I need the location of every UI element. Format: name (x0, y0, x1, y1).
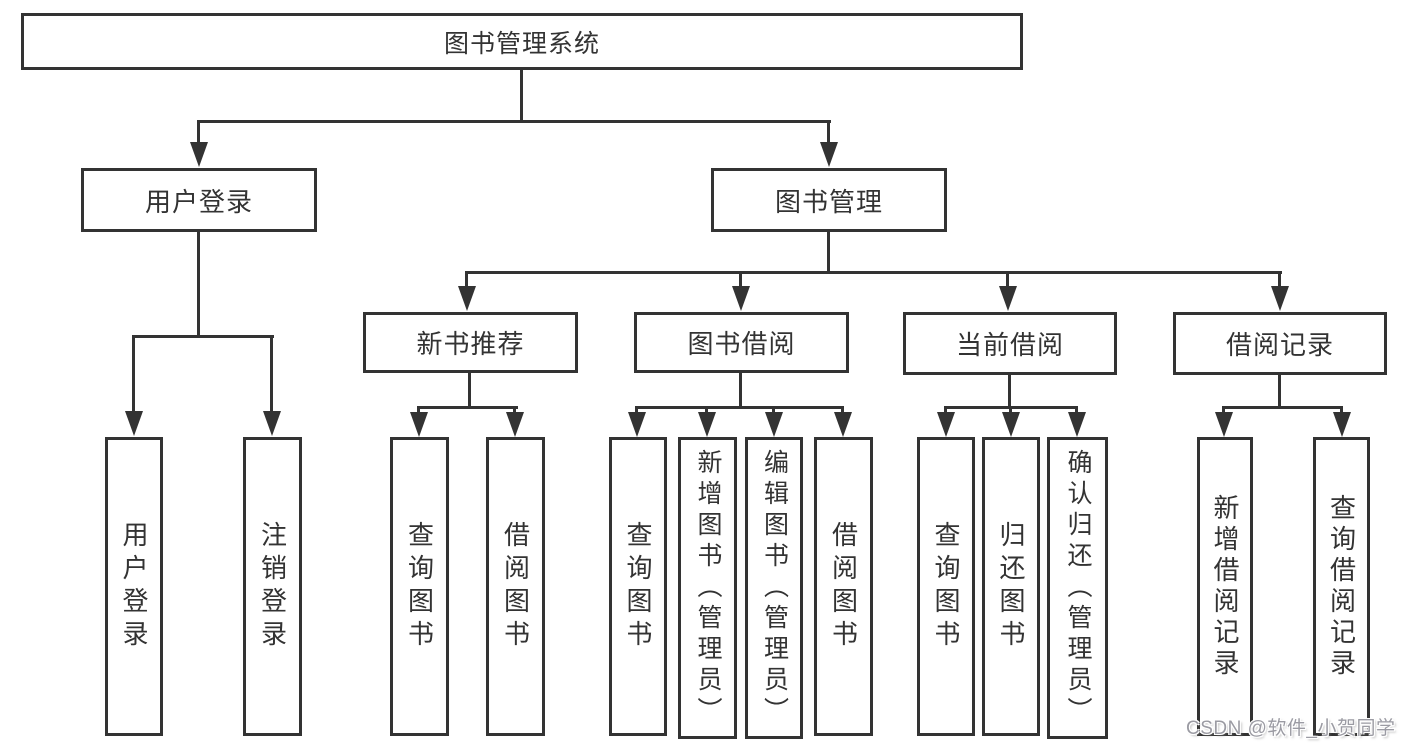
node-book-management: 图书管理 (711, 168, 947, 232)
connector-mgmt-drop-1 (465, 271, 468, 289)
arrow-down-icon (820, 142, 838, 167)
leaf-query-books-recommend-label: 查询图书 (404, 520, 435, 653)
connector-login-crossbar (132, 335, 274, 338)
node-book-borrowing: 图书借阅 (634, 312, 849, 373)
connector-borrowing-drop-4 (841, 406, 844, 415)
connector-current-drop-2 (1009, 406, 1012, 415)
node-user-login-label: 用户登录 (144, 186, 253, 217)
leaf-add-borrow-record: 新增借阅记录 (1197, 437, 1253, 736)
arrow-down-icon (1215, 412, 1233, 437)
node-new-book-recommend: 新书推荐 (363, 312, 578, 373)
node-borrowing-records: 借阅记录 (1173, 312, 1387, 375)
leaf-edit-book-admin: 编辑图书（管理员） (745, 437, 803, 739)
connector-records-drop-2 (1340, 406, 1343, 415)
connector-borrowing-drop-2 (705, 406, 708, 415)
arrow-down-icon (125, 411, 143, 436)
connector-recommend-drop-2 (513, 406, 516, 415)
leaf-query-borrow-record: 查询借阅记录 (1313, 437, 1370, 736)
arrow-down-icon (1068, 412, 1086, 437)
leaf-query-books-borrow: 查询图书 (609, 437, 667, 736)
arrow-down-icon (834, 412, 852, 437)
arrow-down-icon (190, 142, 208, 167)
leaf-logout-label: 注销登录 (257, 520, 288, 653)
leaf-query-books-current: 查询图书 (917, 437, 975, 736)
node-borrowing-records-label: 借阅记录 (1225, 330, 1334, 360)
node-library-system-label: 图书管理系统 (443, 29, 600, 58)
connector-records-crossbar (1222, 406, 1343, 409)
connector-records-drop-1 (1222, 406, 1225, 415)
node-current-borrowing: 当前借阅 (903, 312, 1117, 375)
leaf-logout: 注销登录 (243, 437, 302, 736)
arrow-down-icon (1271, 286, 1289, 311)
leaf-borrow-books-label: 借阅图书 (828, 520, 859, 653)
arrow-down-icon (999, 286, 1017, 311)
leaf-add-borrow-record-label: 新增借阅记录 (1210, 493, 1240, 680)
node-library-system: 图书管理系统 (21, 13, 1023, 70)
arrow-down-icon (410, 412, 428, 437)
arrow-down-icon (263, 411, 281, 436)
connector-mgmt-drop-4 (1278, 271, 1281, 289)
connector-login-stem (197, 232, 200, 337)
leaf-borrow-books-recommend: 借阅图书 (486, 437, 545, 736)
connector-mgmt-drop-2 (739, 271, 742, 289)
connector-root-drop-right (827, 120, 830, 146)
connector-borrowing-drop-3 (772, 406, 775, 415)
arrow-down-icon (1002, 412, 1020, 437)
connector-login-drop-2 (270, 335, 273, 415)
watermark: CSDN @软件_小贺同学 (1186, 718, 1396, 739)
connector-mgmt-stem (827, 232, 830, 273)
connector-borrowing-stem (739, 373, 742, 407)
leaf-confirm-return-admin: 确认归还（管理员） (1047, 437, 1108, 739)
arrow-down-icon (506, 412, 524, 437)
leaf-query-books-current-label: 查询图书 (931, 520, 961, 653)
connector-login-drop-1 (132, 335, 135, 415)
node-current-borrowing-label: 当前借阅 (955, 330, 1064, 360)
connector-recommend-drop-1 (417, 406, 420, 415)
connector-borrowing-crossbar (635, 406, 844, 409)
node-new-book-recommend-label: 新书推荐 (416, 329, 525, 359)
connector-recommend-crossbar (417, 406, 518, 409)
leaf-return-book: 归还图书 (982, 437, 1040, 736)
connector-current-drop-1 (944, 406, 947, 415)
leaf-add-book-admin-label: 新增图书（管理员） (694, 448, 722, 728)
leaf-edit-book-admin-label: 编辑图书（管理员） (760, 448, 789, 728)
leaf-user-login-label: 用户登录 (119, 520, 149, 653)
arrow-down-icon (1333, 412, 1351, 437)
arrow-down-icon (732, 286, 750, 311)
connector-root-stem (520, 70, 523, 121)
leaf-query-borrow-record-label: 查询借阅记录 (1326, 493, 1357, 680)
leaf-user-login: 用户登录 (105, 437, 163, 736)
node-book-borrowing-label: 图书借阅 (687, 329, 796, 359)
connector-mgmt-drop-3 (1006, 271, 1009, 289)
leaf-query-books-recommend: 查询图书 (390, 437, 449, 736)
connector-root-drop-left (197, 120, 200, 146)
leaf-return-book-label: 归还图书 (996, 520, 1026, 653)
connector-borrowing-drop-1 (635, 406, 638, 415)
leaf-query-books-borrow-label: 查询图书 (623, 520, 653, 653)
connector-root-crossbar (197, 120, 831, 123)
node-user-login: 用户登录 (81, 168, 317, 232)
arrow-down-icon (628, 412, 646, 437)
arrow-down-icon (698, 412, 716, 437)
connector-records-stem (1278, 373, 1281, 407)
arrow-down-icon (765, 412, 783, 437)
arrow-down-icon (937, 412, 955, 437)
arrow-down-icon (458, 286, 476, 311)
connector-current-stem (1008, 373, 1011, 407)
leaf-confirm-return-admin-label: 确认归还（管理员） (1064, 448, 1092, 728)
leaf-borrow-books-recommend-label: 借阅图书 (500, 520, 531, 653)
leaf-add-book-admin: 新增图书（管理员） (678, 437, 737, 739)
node-book-management-label: 图书管理 (774, 186, 883, 217)
connector-current-drop-3 (1075, 406, 1078, 415)
connector-recommend-stem (468, 373, 471, 407)
leaf-borrow-books: 借阅图书 (814, 437, 873, 736)
connector-mgmt-crossbar (465, 271, 1282, 274)
